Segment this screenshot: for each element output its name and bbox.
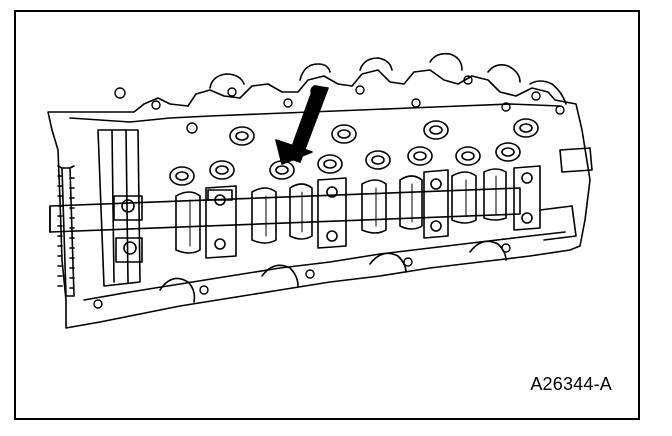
- indicator-arrow: [275, 85, 329, 165]
- bearing-caps: [205, 165, 541, 259]
- camshaft: [49, 168, 521, 254]
- cylinder-head-outline: [47, 52, 591, 329]
- camshaft-rear-end: [539, 147, 593, 241]
- valve-lash-adjusters: [169, 118, 539, 186]
- figure-id-label: A26344-A: [530, 374, 612, 394]
- front-bracket: [97, 129, 143, 287]
